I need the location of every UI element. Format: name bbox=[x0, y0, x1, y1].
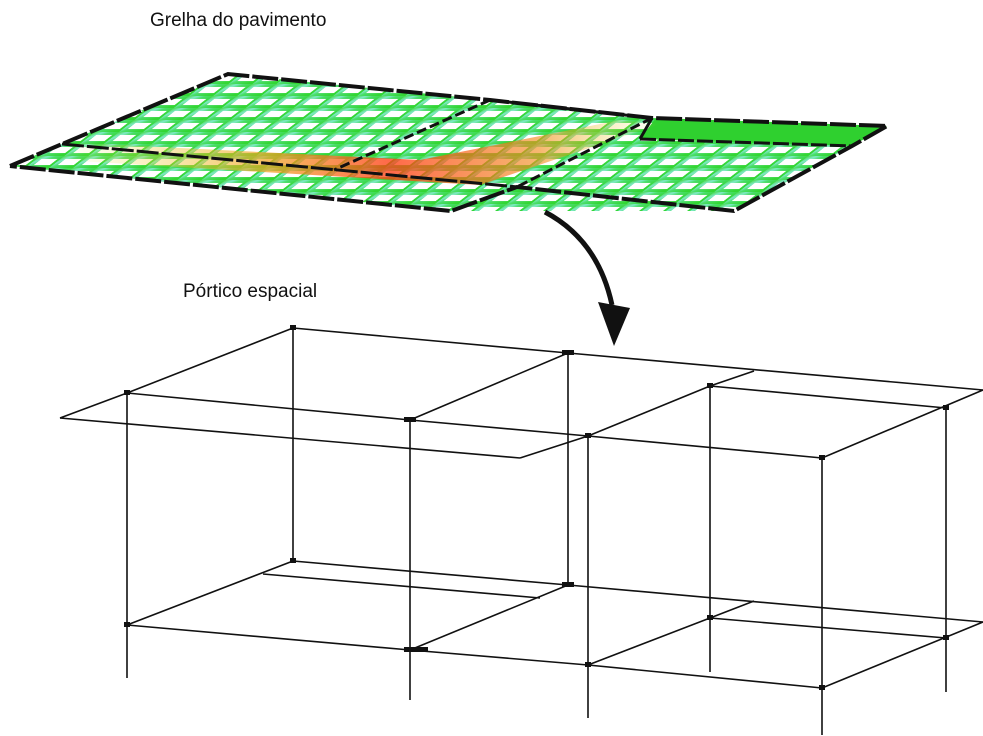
floor-grid-beam bbox=[489, 98, 653, 120]
frame-beam bbox=[292, 327, 569, 354]
frame-beam bbox=[587, 435, 823, 459]
floor-grid-stress-band bbox=[60, 120, 660, 185]
frame-title: Pórtico espacial bbox=[183, 281, 318, 302]
frame-beam bbox=[587, 664, 823, 689]
frame-beam bbox=[292, 560, 569, 586]
frame-beam bbox=[409, 649, 589, 666]
frame-node bbox=[819, 685, 825, 690]
frame-beam bbox=[567, 584, 983, 623]
frame-beam bbox=[126, 624, 411, 651]
frame-node bbox=[585, 662, 591, 667]
frame-beam bbox=[821, 621, 983, 689]
frame-node bbox=[943, 405, 949, 410]
frame-beam bbox=[409, 352, 569, 421]
floor-grid-slab bbox=[10, 74, 887, 211]
frame-beam bbox=[126, 560, 294, 626]
frame-beam bbox=[59, 417, 521, 459]
frame-node bbox=[707, 615, 713, 620]
floor-grid-beam bbox=[61, 142, 519, 189]
frame-node bbox=[585, 433, 591, 438]
frame-beam bbox=[587, 617, 711, 666]
frame-node bbox=[124, 390, 130, 395]
frame-node bbox=[819, 455, 825, 460]
frame-beam bbox=[409, 419, 589, 437]
grid-title: Grelha do pavimento bbox=[150, 10, 327, 31]
floor-grid-border bbox=[9, 71, 895, 214]
frame-node bbox=[943, 635, 949, 640]
frame-beam bbox=[519, 435, 589, 459]
frame-node bbox=[290, 325, 296, 330]
floor-grid-beam bbox=[333, 98, 491, 172]
frame-node bbox=[404, 417, 416, 422]
frame-node bbox=[124, 622, 130, 627]
frame-beam bbox=[262, 573, 541, 599]
frame-beam bbox=[409, 584, 569, 651]
frame-node bbox=[562, 582, 574, 587]
frame-node bbox=[290, 558, 296, 563]
frame-beam bbox=[126, 392, 411, 421]
floor-grid-beam bbox=[516, 116, 653, 189]
frame-beam bbox=[587, 385, 711, 437]
frame-nodes bbox=[124, 325, 949, 690]
frame-beam bbox=[709, 385, 947, 409]
frame-node bbox=[562, 350, 574, 355]
floor-grid-beam bbox=[638, 117, 654, 140]
frame-node bbox=[707, 383, 713, 388]
curved-arrow-down-icon bbox=[543, 209, 630, 346]
frame-beam bbox=[126, 327, 294, 394]
frame-beam bbox=[709, 617, 947, 639]
frame-beam bbox=[709, 370, 755, 387]
spatial-frame bbox=[59, 327, 983, 735]
frame-beam bbox=[59, 392, 128, 419]
floor-grid-beam bbox=[639, 137, 853, 148]
frame-beam bbox=[821, 389, 983, 459]
frame-beam bbox=[567, 352, 983, 391]
floor-grid bbox=[9, 71, 895, 214]
frame-node bbox=[404, 647, 428, 652]
frame-beam bbox=[709, 600, 755, 619]
